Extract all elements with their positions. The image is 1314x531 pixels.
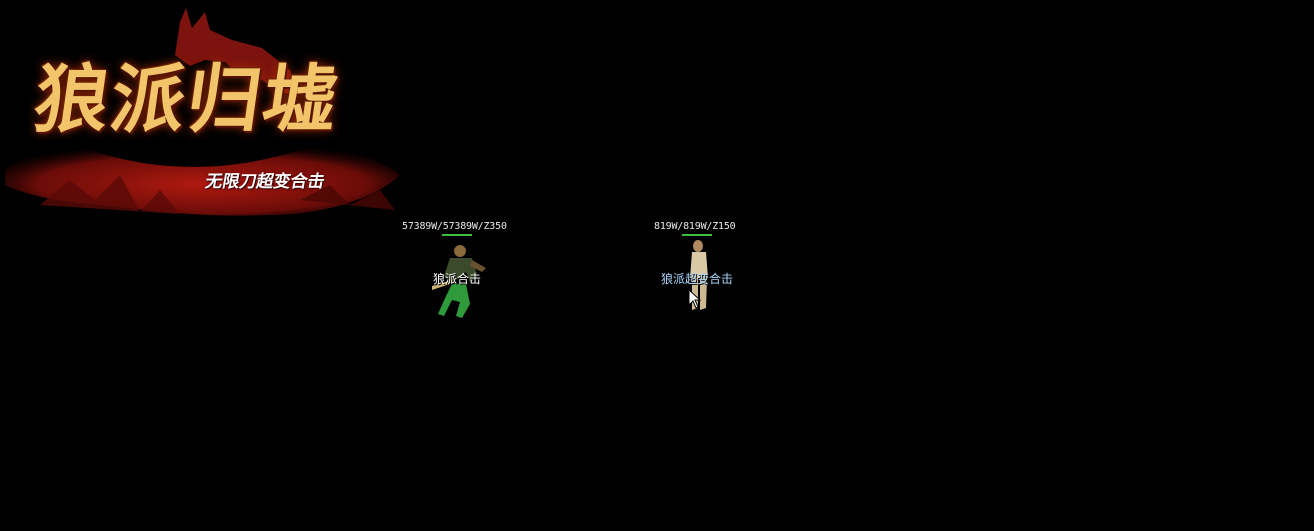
unit-stats: 57389W/57389W/Z350: [402, 221, 507, 232]
wolf-silhouette-icon: [5, 8, 400, 216]
unit-name: 狼派超变合击: [661, 272, 734, 286]
unit-stats: 819W/819W/Z150: [654, 221, 736, 232]
warrior-sprite-icon: [432, 245, 486, 318]
hp-bar: [442, 234, 472, 236]
logo-title: 狼派归墟: [29, 57, 346, 143]
npc-character[interactable]: 819W/819W/Z150 狼派超变合击: [652, 220, 762, 320]
arrow-cursor-icon: [688, 289, 702, 309]
unit-name: 狼派合击: [433, 272, 482, 286]
hp-bar: [682, 234, 712, 236]
game-logo: 狼派归墟 无限刀超变合击: [0, 0, 420, 225]
npc-sprite-icon: [690, 240, 708, 310]
logo-subtitle: 无限刀超变合击: [203, 172, 327, 192]
player-character[interactable]: 57389W/57389W/Z350 狼派合击: [400, 220, 520, 320]
